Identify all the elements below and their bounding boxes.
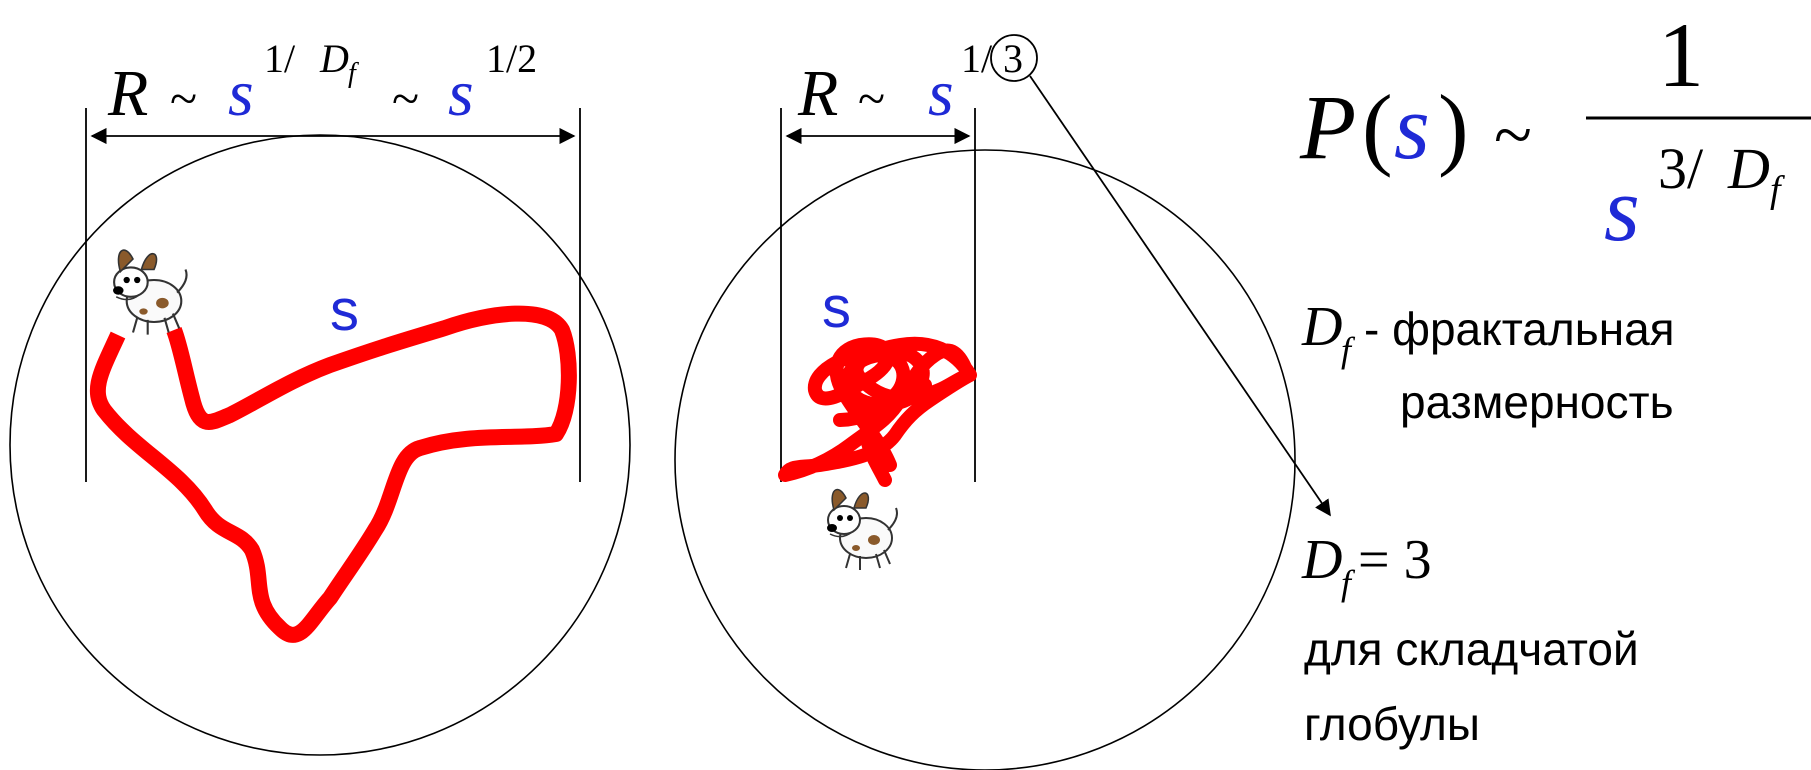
note-text: глобулы (1304, 698, 1480, 750)
formula-denominator-exponent: 3/ (1658, 136, 1704, 201)
formula-R: R (797, 57, 838, 130)
formula-paren: ( (1362, 76, 1393, 178)
formula-tilde: ~ (858, 70, 885, 126)
left-size-formula: R ~ s 1/ D f ~ s 1/2 (107, 36, 537, 130)
formula-paren: ) (1438, 76, 1469, 178)
middle-size-formula: R ~ s 1/ 3 (797, 34, 1038, 130)
dog-icon (827, 488, 898, 570)
probability-formula: P ( s ) ~ 1 s 3/ D f (1299, 4, 1811, 260)
middle-panel: R ~ s 1/ 3 s (674, 34, 1331, 770)
middle-chain-path (778, 336, 977, 487)
formula-exponent: 1/ (264, 36, 296, 81)
dog-icon (113, 249, 188, 335)
symbol-D: D (1301, 296, 1342, 358)
crumpled-globule-note: D f = 3 для складчатой глобулы (1301, 529, 1639, 750)
formula-exponent: 1/ (961, 36, 993, 81)
definition-text: - фрактальная (1364, 303, 1675, 355)
fractal-dimension-definition: D f - фрактальная размерность (1301, 296, 1675, 428)
middle-globule-circle (674, 149, 1296, 770)
right-panel: P ( s ) ~ 1 s 3/ D f D f - фрактальная р… (1299, 4, 1811, 750)
left-panel: R ~ s 1/ D f ~ s 1/2 s (9, 36, 631, 756)
left-globule-circle (9, 134, 631, 756)
formula-s: s (1394, 76, 1430, 178)
formula-denominator-exponent-D: D (1727, 136, 1770, 201)
formula-denominator-s: s (1604, 158, 1640, 260)
formula-exponent: 1/2 (486, 36, 537, 81)
note-text: для складчатой (1304, 623, 1639, 675)
formula-exponent-D: D (319, 36, 349, 81)
symbol-f: f (1341, 563, 1356, 603)
formula-s: s (448, 57, 474, 130)
middle-chain-label: s (822, 275, 851, 340)
formula-tilde: ~ (170, 70, 197, 126)
formula-s: s (228, 57, 254, 130)
left-chain-label: s (330, 278, 359, 343)
left-chain-path (89, 305, 577, 643)
formula-P: P (1299, 76, 1356, 178)
formula-tilde: ~ (1494, 97, 1532, 174)
symbol-D: D (1301, 529, 1342, 591)
pointer-arrow (1029, 75, 1331, 517)
circled-exponent-marker (990, 34, 1038, 82)
symbol-f: f (1341, 330, 1356, 370)
formula-R: R (107, 57, 148, 130)
definition-text: размерность (1400, 376, 1674, 428)
formula-s: s (928, 57, 954, 130)
formula-numerator: 1 (1658, 4, 1704, 106)
circled-exponent: 3 (1003, 36, 1023, 81)
formula-tilde: ~ (392, 70, 419, 126)
dimension-value: = 3 (1358, 529, 1432, 591)
formula-exponent-f: f (348, 58, 359, 89)
formula-denominator-exponent-f: f (1770, 169, 1785, 211)
